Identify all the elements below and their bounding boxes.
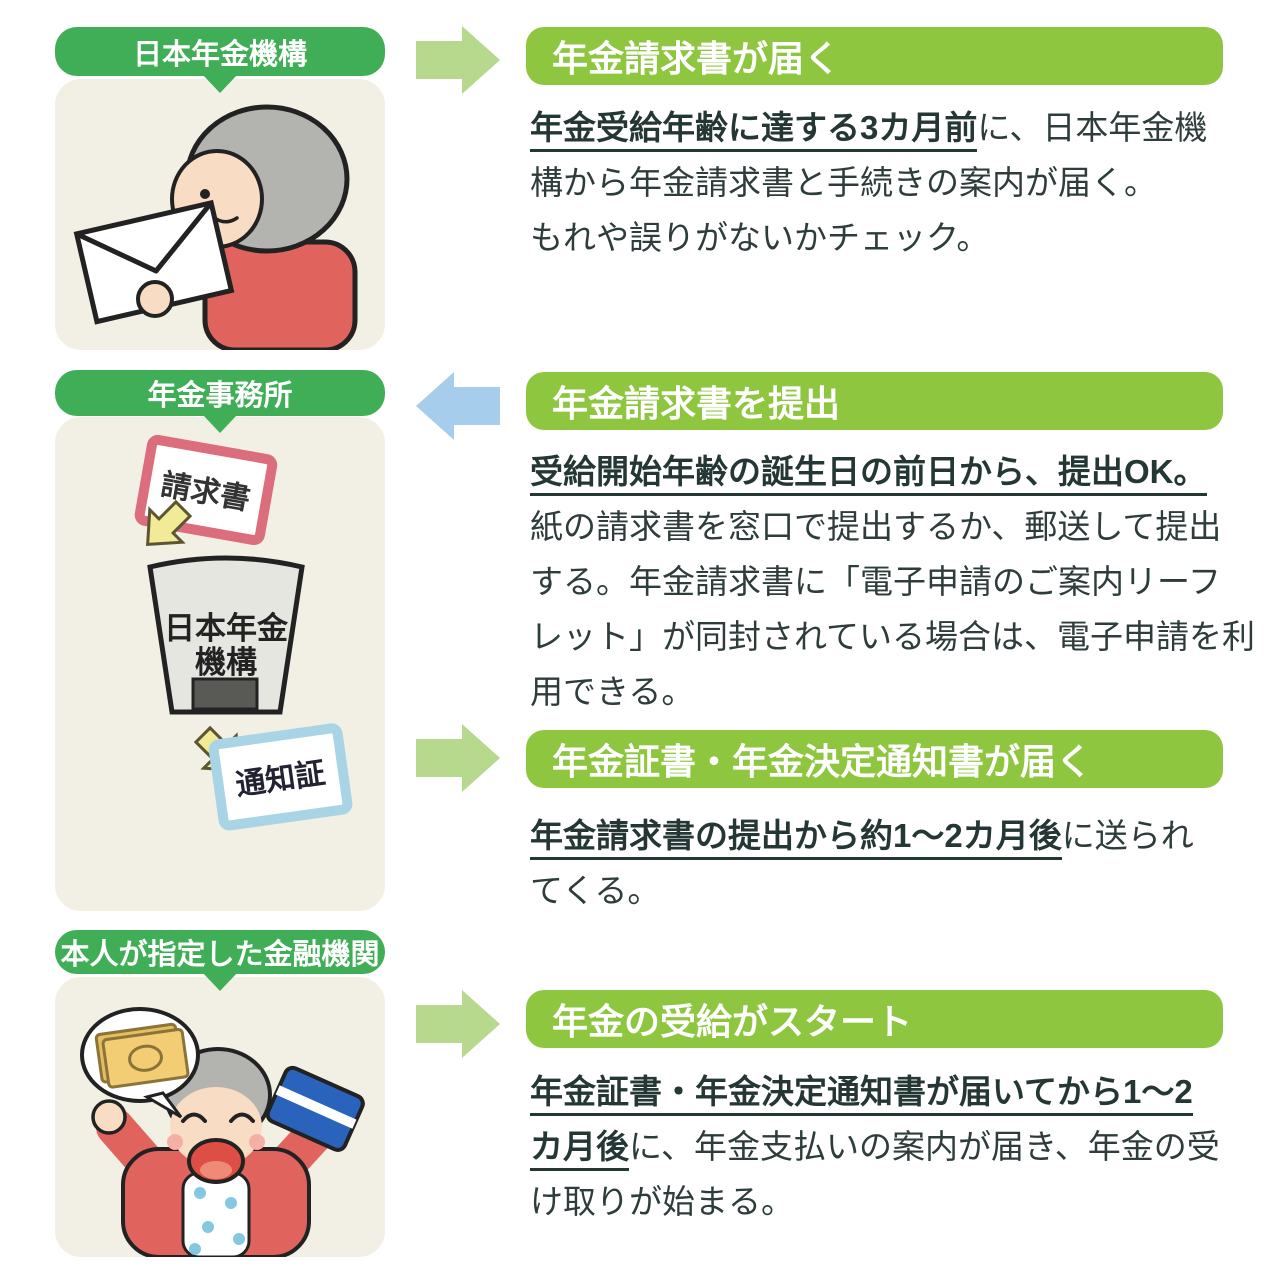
body-line: する。年金請求書に「電子申請のご案内リーフ	[530, 556, 1255, 611]
illustration-box-happy-woman	[55, 977, 385, 1257]
body-paragraph-certificate-arrives: 年金請求書の提出から約1～2カ月後に送られてくる。	[530, 810, 1194, 920]
body-text: け取りが始まる。	[530, 1183, 794, 1220]
emphasis-underlined-text: カ月後	[530, 1128, 629, 1171]
body-paragraph-pension-starts: 年金証書・年金決定通知書が届いてから1～2 カ月後に、年金支払いの案内が届き、年金…	[530, 1066, 1220, 1231]
station-label-japan-pension-service: 日本年金機構	[55, 27, 385, 93]
body-line: 年金請求書の提出から約1～2カ月後に送られ	[530, 810, 1194, 865]
body-line: てくる。	[530, 865, 1194, 920]
heading-text: 年金証書・年金決定通知書が届く	[552, 741, 1093, 782]
heading-banner-pension-starts: 年金の受給がスタート	[526, 990, 1223, 1048]
emphasis-underlined-text: 年金証書・年金決定通知書が届いてから1～2	[530, 1073, 1193, 1116]
postbox-label-line2: 機構	[195, 645, 257, 680]
station-label-text: 年金事務所	[147, 380, 293, 412]
body-text: レット」が同封されている場合は、電子申請を利	[530, 618, 1256, 655]
body-paragraph-submit-request: 受給開始年齢の誕生日の前日から、提出OK。紙の請求書を窓口で提出するか、郵送して…	[530, 446, 1255, 721]
label-pointer-triangle	[202, 414, 238, 433]
illustration-box-postbox-flow: 請求書 日本年金 機構 通知証	[55, 417, 385, 911]
station-label-text: 日本年金機構	[132, 38, 307, 71]
body-text: 紙の請求書を窓口で提出するか、郵送して提出	[530, 508, 1222, 545]
label-pointer-triangle	[202, 972, 238, 991]
happy-woman-receiving-pension-illustration	[80, 1007, 365, 1257]
money-speech-bubble	[80, 1007, 200, 1119]
left-blush	[167, 1134, 183, 1150]
body-line: 用できる。	[530, 666, 1255, 721]
body-text: に、年金支払いの案内が届き、年金の受	[629, 1128, 1220, 1165]
yellow-arrow-down-left-icon	[146, 499, 193, 546]
body-line: レット」が同封されている場合は、電子申請を利	[530, 611, 1255, 666]
right-blush	[249, 1134, 265, 1150]
heading-banner-submit-request: 年金請求書を提出	[526, 372, 1223, 430]
arrow-right-icon	[416, 26, 500, 94]
left-eye-closed	[181, 1112, 207, 1123]
station-label-designated-bank: 本人が指定した金融機関	[55, 930, 385, 991]
tongue-shape	[200, 1161, 232, 1179]
body-text: 用できる。	[530, 673, 695, 710]
body-line: け取りが始まる。	[530, 1176, 1220, 1231]
arrow-right-icon	[416, 990, 500, 1058]
body-text: する。年金請求書に「電子申請のご案内リーフ	[530, 563, 1222, 600]
apron-polka-dots	[189, 1187, 245, 1255]
heading-text: 年金請求書が届く	[552, 38, 841, 79]
body-line: 紙の請求書を窓口で提出するか、郵送して提出	[530, 501, 1255, 556]
station-label-text: 本人が指定した金融機関	[60, 939, 380, 971]
hand-shape	[136, 280, 174, 318]
body-text: 構から年金請求書と手続きの案内が届く。	[530, 164, 1157, 201]
emphasis-underlined-text: 年金請求書の提出から約1～2カ月後	[530, 817, 1062, 860]
postbox-slot	[191, 677, 259, 711]
sweater-shape	[202, 239, 358, 350]
bank-card-icon	[265, 1065, 365, 1152]
left-hand-shape	[91, 1099, 127, 1135]
body-text: もれや誤りがないかチェック。	[530, 219, 990, 256]
body-line: もれや誤りがないかチェック。	[530, 212, 1207, 267]
body-line: 受給開始年齢の誕生日の前日から、提出OK。	[530, 446, 1255, 501]
label-pointer-triangle	[202, 74, 238, 93]
right-eye-closed	[229, 1112, 255, 1123]
station-label-pension-office: 年金事務所	[55, 370, 385, 433]
woman-reading-letter-illustration	[73, 104, 358, 350]
body-line: 構から年金請求書と手続きの案内が届く。	[530, 157, 1207, 212]
body-text: に送られ	[1061, 817, 1194, 854]
arrow-right-icon	[416, 724, 500, 792]
body-line: カ月後に、年金支払いの案内が届き、年金の受	[530, 1121, 1220, 1176]
body-line: 年金証書・年金決定通知書が届いてから1～2	[530, 1066, 1220, 1121]
postbox-submission-illustration: 請求書 日本年金 機構 通知証	[134, 434, 353, 831]
notice-card-icon: 通知証	[208, 723, 353, 831]
heading-text: 年金の受給がスタート	[552, 1001, 913, 1042]
heading-text: 年金請求書を提出	[552, 383, 841, 424]
banknote-icon	[94, 1022, 190, 1089]
heading-banner-certificate-arrives: 年金証書・年金決定通知書が届く	[526, 730, 1223, 788]
body-line: 年金受給年齢に達する3カ月前に、日本年金機	[530, 102, 1207, 157]
arrow-left-icon	[416, 372, 500, 440]
postbox-icon: 日本年金 機構	[147, 555, 305, 715]
emphasis-underlined-text: 受給開始年齢の誕生日の前日から、提出OK。	[530, 453, 1207, 496]
body-text: に、日本年金機	[977, 109, 1208, 146]
emphasis-underlined-text: 年金受給年齢に達する3カ月前	[530, 109, 978, 152]
heading-banner-request-arrives: 年金請求書が届く	[526, 27, 1223, 85]
body-text: てくる。	[530, 872, 661, 909]
body-paragraph-request-arrives: 年金受給年齢に達する3カ月前に、日本年金機構から年金請求書と手続きの案内が届く。…	[530, 102, 1207, 267]
postbox-label-line1: 日本年金	[164, 611, 289, 646]
eye-dot	[200, 189, 210, 199]
illustration-box-woman-with-letter	[55, 79, 385, 350]
